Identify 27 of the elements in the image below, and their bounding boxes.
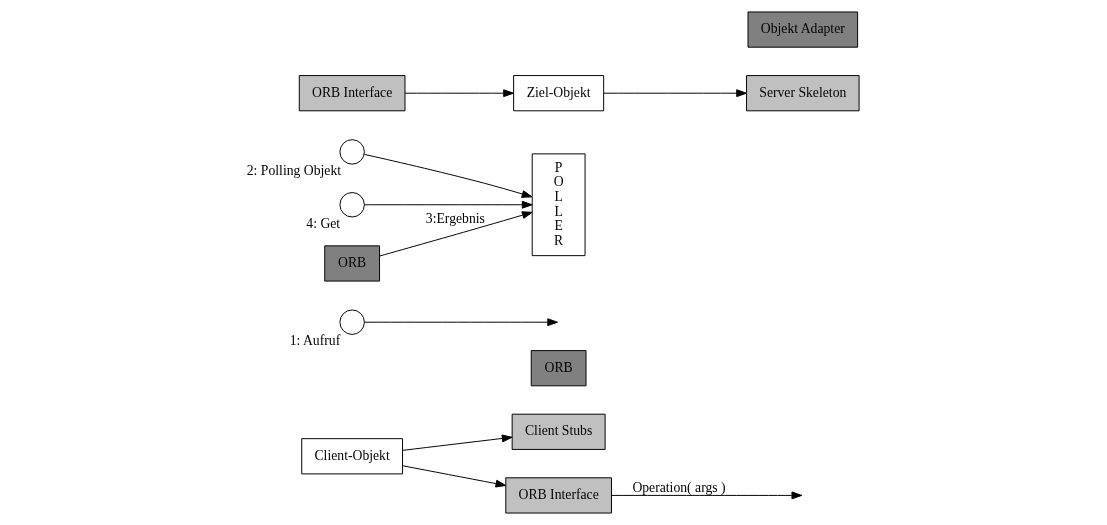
arrow: [363, 200, 533, 209]
node-box: ORB Interface: [505, 477, 612, 514]
node-label: 2: Polling Objekt: [246, 163, 342, 179]
arrow: [402, 465, 507, 488]
node-box: Client Stubs: [511, 413, 606, 450]
arrow: [603, 89, 747, 98]
node-box: POLLER: [531, 153, 586, 257]
node-label: 1: Aufruf: [289, 333, 341, 349]
node-box: ORB: [530, 350, 587, 387]
arrow: [404, 89, 514, 98]
edge-label: 3:Ergebnis: [425, 210, 485, 226]
node-circle: [339, 192, 365, 218]
arrow: [363, 153, 533, 198]
edge-label: Operation( args ): [632, 479, 726, 495]
node-box: Server Skeleton: [746, 75, 860, 112]
arrow: [363, 318, 559, 327]
arrow: [611, 491, 803, 500]
node-box: ORB Interface: [298, 75, 406, 112]
node-box: ORB: [324, 245, 381, 282]
node-box: Client-Objekt: [301, 438, 404, 475]
node-box: Objekt Adapter: [747, 11, 859, 48]
arrow: [402, 434, 513, 451]
node-circle: [339, 139, 365, 165]
node-circle: [339, 309, 365, 335]
node-box: Ziel-Objekt: [513, 75, 605, 112]
arrow: [379, 211, 533, 257]
node-label: 4: Get: [306, 215, 341, 231]
